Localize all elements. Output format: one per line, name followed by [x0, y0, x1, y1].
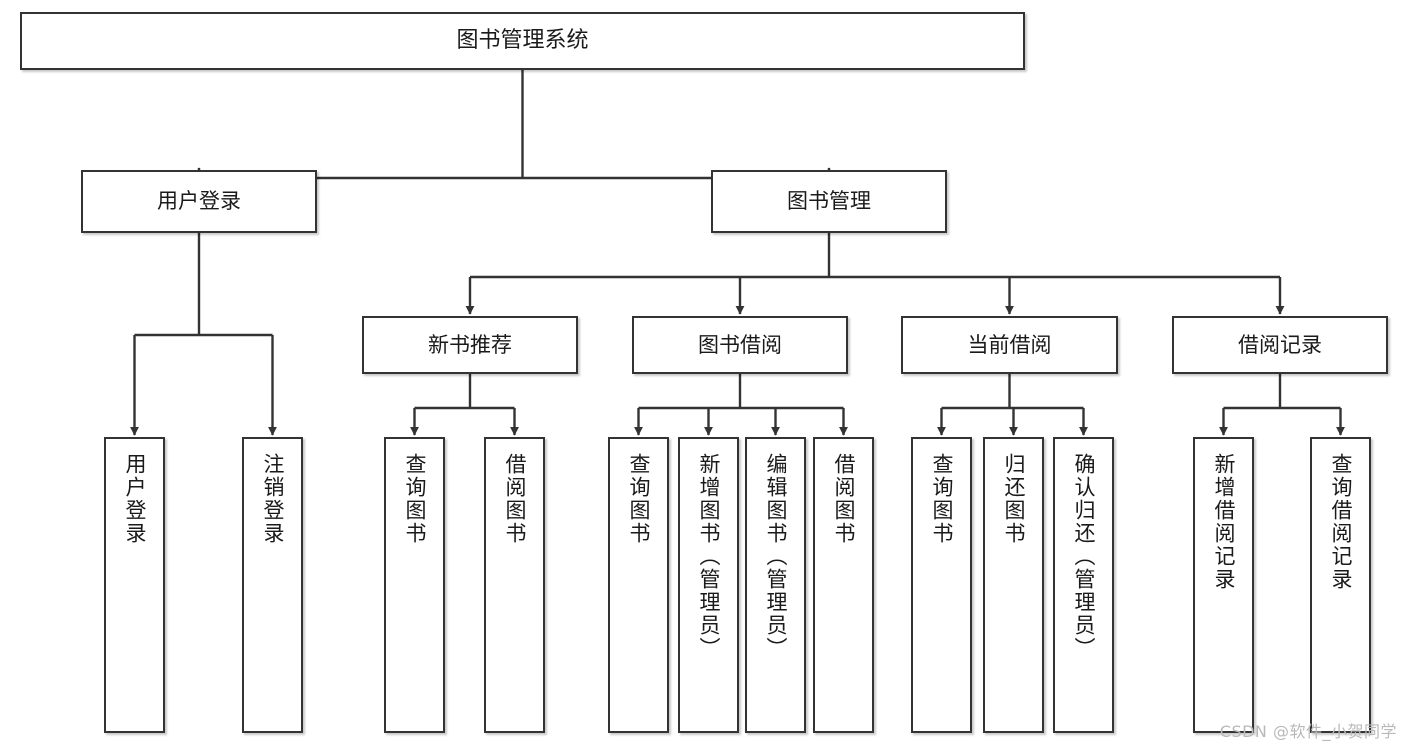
- node-new-book-recommendation[interactable]: 新书推荐: [362, 316, 578, 374]
- leaf-logout[interactable]: 注销登录: [242, 437, 303, 733]
- node-book-management-module[interactable]: 图书管理: [711, 170, 947, 233]
- node-label: 借阅图书: [503, 453, 527, 545]
- leaf-query-book-recommendation[interactable]: 查询图书: [384, 437, 445, 733]
- node-label: 借阅图书: [832, 453, 856, 545]
- leaf-borrow-book-borrowing[interactable]: 借阅图书: [813, 437, 874, 733]
- leaf-user-login[interactable]: 用户登录: [104, 437, 165, 733]
- leaf-query-book-borrowing[interactable]: 查询图书: [608, 437, 669, 733]
- leaf-add-borrowing-record[interactable]: 新增借阅记录: [1193, 437, 1254, 733]
- node-label: 新书推荐: [428, 332, 512, 357]
- leaf-confirm-return-admin[interactable]: 确认归还（管理员）: [1053, 437, 1114, 733]
- node-label: 编辑图书（管理员）: [764, 453, 788, 660]
- node-label: 用户登录: [157, 189, 241, 214]
- leaf-query-book-current[interactable]: 查询图书: [911, 437, 972, 733]
- node-label: 查询图书: [403, 453, 427, 545]
- node-label: 新增图书（管理员）: [697, 453, 721, 660]
- node-current-borrowing[interactable]: 当前借阅: [901, 316, 1118, 374]
- node-label: 查询借阅记录: [1329, 453, 1353, 591]
- node-book-borrowing[interactable]: 图书借阅: [632, 316, 848, 374]
- node-label: 查询图书: [930, 453, 954, 545]
- leaf-edit-book-admin[interactable]: 编辑图书（管理员）: [745, 437, 806, 733]
- csdn-watermark: CSDN @软件_小贺同学: [1219, 722, 1397, 741]
- node-label: 当前借阅: [967, 332, 1052, 357]
- node-root-system[interactable]: 图书管理系统: [20, 12, 1025, 70]
- node-label: 图书借阅: [698, 332, 782, 357]
- node-label: 新增借阅记录: [1212, 453, 1236, 591]
- node-label: 图书管理系统: [456, 28, 589, 54]
- node-label: 确认归还（管理员）: [1072, 453, 1096, 660]
- leaf-add-book-admin[interactable]: 新增图书（管理员）: [678, 437, 739, 733]
- node-label: 图书管理: [787, 189, 871, 214]
- leaf-query-borrowing-record[interactable]: 查询借阅记录: [1310, 437, 1371, 733]
- node-label: 归还图书: [1002, 453, 1026, 545]
- node-user-login-module[interactable]: 用户登录: [81, 170, 317, 233]
- leaf-return-book[interactable]: 归还图书: [983, 437, 1044, 733]
- node-label: 查询图书: [627, 453, 651, 545]
- node-borrowing-record[interactable]: 借阅记录: [1172, 316, 1388, 374]
- node-label: 借阅记录: [1238, 332, 1322, 357]
- node-label: 用户登录: [123, 453, 147, 545]
- node-label: 注销登录: [261, 453, 285, 545]
- leaf-borrow-book-recommendation[interactable]: 借阅图书: [484, 437, 545, 733]
